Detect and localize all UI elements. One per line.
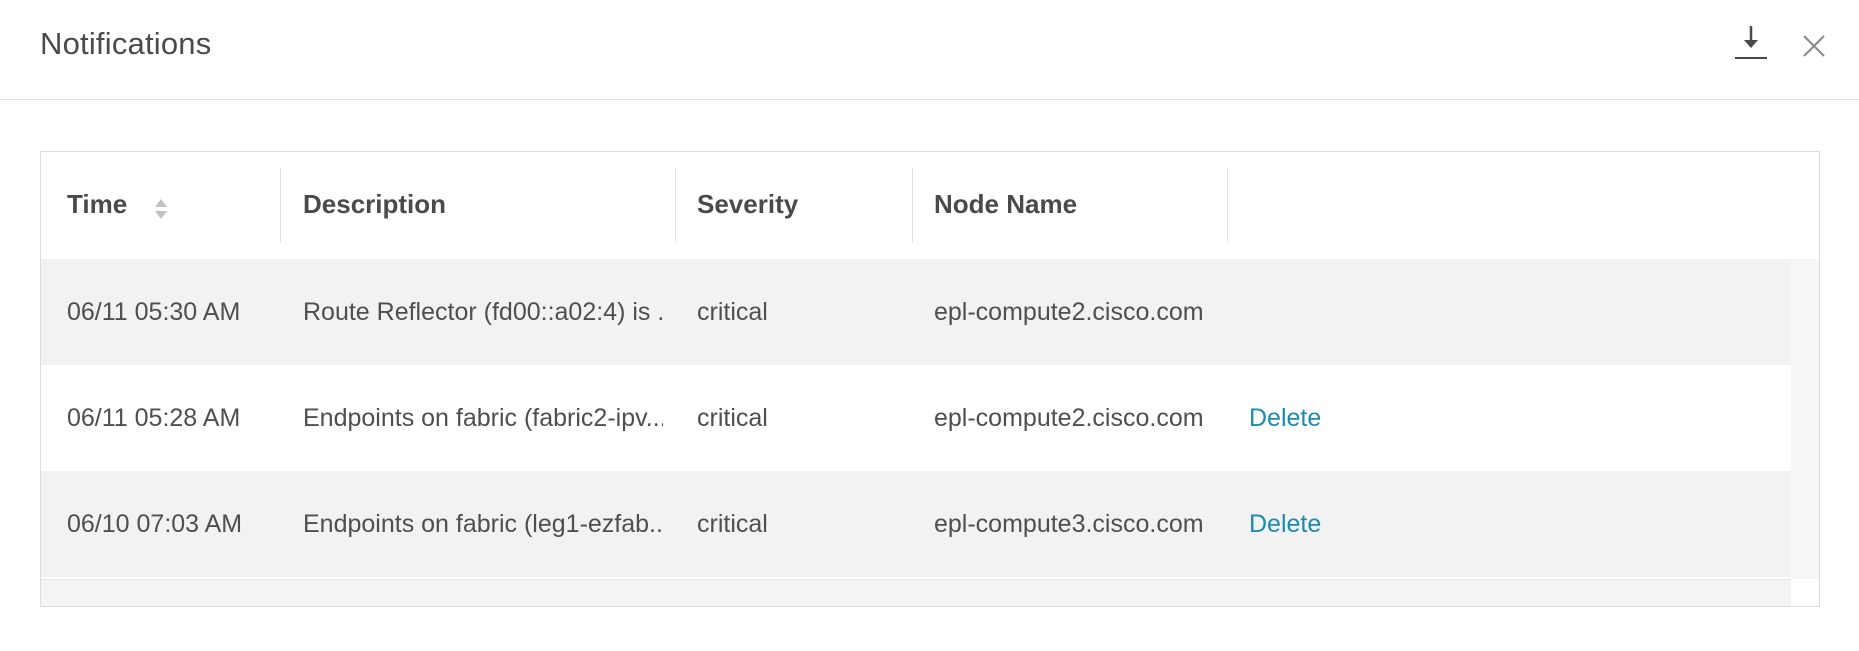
- column-header-severity[interactable]: Severity: [697, 152, 798, 259]
- table-row[interactable]: 06/10 07:03 AM Endpoints on fabric (leg1…: [41, 471, 1791, 577]
- cell-node-name: epl-compute2.cisco.com: [934, 404, 1204, 432]
- close-icon: [1803, 35, 1825, 57]
- download-button[interactable]: [1732, 24, 1770, 66]
- table-body: 06/11 05:30 AM Route Reflector (fd00::a0…: [41, 259, 1791, 580]
- column-divider[interactable]: [912, 168, 913, 242]
- column-divider[interactable]: [280, 168, 281, 242]
- vertical-scrollbar[interactable]: [1791, 259, 1819, 579]
- cell-description: Endpoints on fabric (fabric2-ipv...: [303, 404, 663, 432]
- column-header-time[interactable]: Time: [67, 152, 127, 259]
- notifications-table: Time Description Severity Node Name: [40, 151, 1820, 607]
- sort-icon[interactable]: [153, 197, 169, 221]
- table-row[interactable]: 06/11 05:28 AM Endpoints on fabric (fabr…: [41, 365, 1791, 471]
- dialog-header: Notifications: [0, 0, 1859, 100]
- column-header-description[interactable]: Description: [303, 152, 446, 259]
- cell-node-name: epl-compute3.cisco.com: [934, 510, 1204, 538]
- horizontal-scrollbar[interactable]: [41, 580, 1791, 606]
- cell-severity: critical: [697, 510, 768, 538]
- cell-severity: critical: [697, 404, 768, 432]
- cell-description: Route Reflector (fd00::a02:4) is ...: [303, 298, 663, 326]
- table-header: Time Description Severity Node Name: [41, 152, 1819, 259]
- delete-link[interactable]: Delete: [1249, 404, 1322, 432]
- column-divider[interactable]: [1227, 168, 1228, 242]
- column-header-label: Node Name: [934, 189, 1078, 219]
- close-button[interactable]: [1799, 31, 1829, 61]
- cell-time: 06/11 05:28 AM: [67, 404, 241, 432]
- delete-link[interactable]: Delete: [1249, 510, 1322, 538]
- column-header-label: Description: [303, 189, 447, 219]
- cell-time: 06/11 05:30 AM: [67, 298, 241, 326]
- column-header-label: Time: [67, 189, 128, 219]
- download-icon: [1735, 26, 1767, 59]
- column-divider[interactable]: [675, 168, 676, 242]
- dialog-title: Notifications: [40, 26, 212, 61]
- cell-time: 06/10 07:03 AM: [67, 510, 243, 538]
- cell-severity: critical: [697, 298, 768, 326]
- cell-description: Endpoints on fabric (leg1-ezfab...: [303, 510, 663, 538]
- column-header-label: Severity: [697, 189, 799, 219]
- cell-node-name: epl-compute2.cisco.com: [934, 298, 1204, 326]
- table-row[interactable]: 06/11 05:30 AM Route Reflector (fd00::a0…: [41, 259, 1791, 365]
- column-header-node-name[interactable]: Node Name: [934, 152, 1077, 259]
